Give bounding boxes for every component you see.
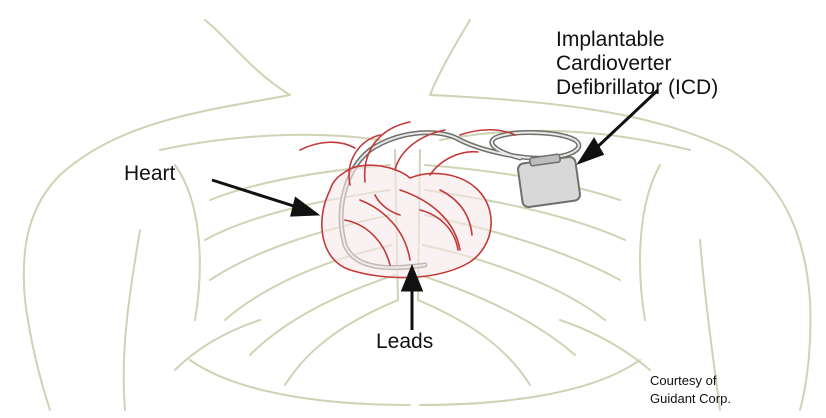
icd-label-line-1: Implantable	[556, 28, 718, 52]
icd-arrow-head	[580, 140, 602, 162]
heart-arrow-head	[292, 199, 316, 215]
icd-label: Implantable Cardioverter Defibrillator (…	[556, 28, 718, 100]
icd-label-line-2: Cardioverter	[556, 52, 718, 76]
icd-device	[517, 154, 581, 208]
leads-label: Leads	[376, 330, 433, 354]
heart-illustration	[300, 122, 515, 278]
credit-line-2: Guidant Corp.	[650, 390, 731, 408]
heart-label: Heart	[124, 162, 175, 186]
credit-label: Courtesy of Guidant Corp.	[650, 372, 731, 408]
credit-line-1: Courtesy of	[650, 372, 731, 390]
icd-label-line-3: Defibrillator (ICD)	[556, 76, 718, 100]
